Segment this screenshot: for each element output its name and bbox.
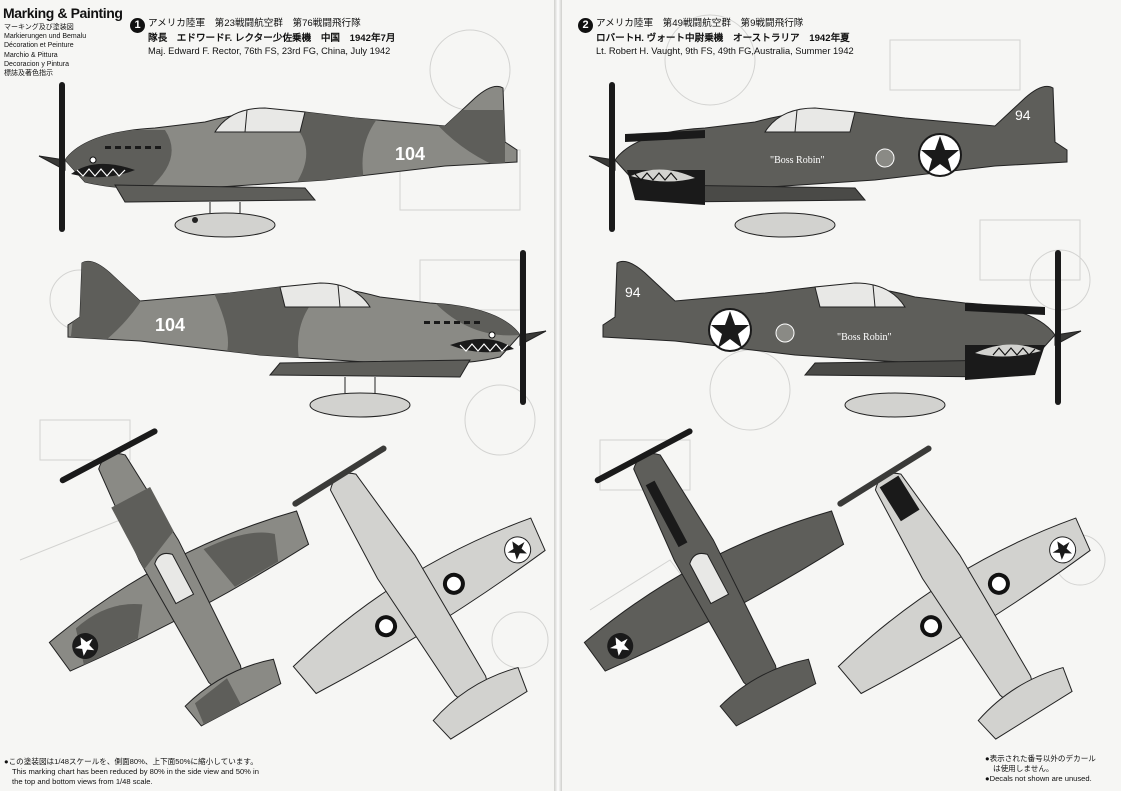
- scheme-2-top-view: [583, 428, 845, 727]
- scheme-1-bottom-view: [292, 445, 546, 740]
- scheme-1-top-view: [48, 428, 310, 727]
- scheme-2-pilot-jp: ロバートH. ヴォート中尉乗機 オーストラリア 1942年夏: [596, 33, 850, 44]
- translation-line: Decoracion y Pintura: [4, 60, 69, 68]
- drop-tank: [174, 212, 276, 238]
- scheme-2-bottom-view: [837, 445, 1091, 740]
- wheel: [920, 615, 943, 638]
- propeller: [59, 428, 158, 484]
- nose-underside: [879, 475, 920, 522]
- horizontal-stabilizer: [977, 666, 1073, 740]
- footnote-line: ●表示された番号以外のデカール: [985, 754, 1096, 763]
- propeller: [837, 445, 932, 507]
- scheme-1-unit-jp: アメリカ陸軍 第23戦闘航空群 第76戦闘飛行隊: [148, 18, 361, 29]
- canopy: [154, 552, 195, 605]
- scheme-2-right-side-view: "Boss Robin" 94: [602, 250, 1082, 418]
- horizontal-stabilizer: [432, 666, 528, 740]
- scheme-1-pilot-en: Maj. Edward F. Rector, 76th FS, 23rd FG,…: [148, 46, 391, 56]
- footnote-line: は使用しません。: [993, 764, 1054, 773]
- footnote-line: ●Decals not shown are unused.: [985, 774, 1092, 783]
- translation-line: Markierungen und Bemalu: [4, 33, 87, 41]
- canopy: [814, 282, 906, 308]
- star-insignia: [711, 311, 749, 348]
- anti-glare-panel: [645, 480, 688, 548]
- scheme-1-number-badge: 1: [130, 18, 145, 33]
- book-spine: [554, 0, 562, 791]
- canopy: [764, 107, 856, 133]
- nose-art-text: "Boss Robin": [837, 332, 892, 343]
- propeller: [292, 445, 387, 507]
- fuselage-code-94: 94: [1015, 107, 1031, 123]
- canopy: [689, 552, 730, 605]
- translation-line: 標誌及著色指示: [4, 70, 53, 78]
- star-insignia: [609, 637, 630, 656]
- footnote-line: the top and bottom views from 1/48 scale…: [12, 777, 153, 786]
- wing: [114, 184, 317, 203]
- fuselage-code-104: 104: [395, 144, 425, 164]
- scheme-2-number-badge: 2: [578, 18, 593, 33]
- scheme-1-left-side-view: 104: [38, 82, 518, 238]
- footnote-line: ●この塗装図は1/48スケールを、側面80%、上下面50%に縮小しています。: [4, 757, 258, 766]
- scheme-2-unit-jp: アメリカ陸軍 第49戦闘航空群 第9戦闘飛行隊: [596, 18, 804, 29]
- skull-emblem: [775, 323, 795, 343]
- drop-tank: [309, 392, 411, 418]
- scheme-1-pilot-jp: 隊長 エドワードF. レクター少佐乗機 中国 1942年7月: [148, 33, 396, 44]
- fuselage-code-94: 94: [625, 284, 641, 300]
- propeller: [594, 428, 693, 484]
- page-title: Marking & Painting: [3, 5, 123, 21]
- wheel: [987, 572, 1010, 595]
- propeller: [520, 250, 526, 405]
- footnote-right: ●表示された番号以外のデカール は使用しません。 ●Decals not sho…: [985, 754, 1096, 784]
- translation-line: Marchio & Pittura: [4, 51, 58, 59]
- star-insignia: [507, 541, 527, 560]
- canopy: [279, 282, 371, 308]
- horizontal-stabilizer: [719, 658, 817, 727]
- propeller: [1055, 250, 1061, 405]
- title-translations: マーキング及び塗装図 Markierungen und Bemalu Décor…: [4, 23, 114, 78]
- wing: [268, 359, 471, 378]
- translation-line: Décoration et Peinture: [4, 42, 74, 50]
- drop-tank: [844, 392, 946, 418]
- wheel: [442, 572, 465, 595]
- scheme-2-left-side-view: "Boss Robin" 94: [588, 82, 1068, 238]
- propeller: [59, 82, 65, 232]
- drop-tank: [734, 212, 836, 238]
- skull-emblem: [875, 148, 895, 168]
- footnote-line: This marking chart has been reduced by 8…: [12, 767, 259, 776]
- scheme-1-right-side-view: 104: [67, 250, 547, 418]
- star-insignia: [74, 637, 95, 656]
- footnote-left: ●この塗装図は1/48スケールを、側面80%、上下面50%に縮小しています。 T…: [4, 757, 259, 787]
- scheme-2-pilot-en: Lt. Robert H. Vaught, 9th FS, 49th FG,Au…: [596, 46, 854, 56]
- nose-art-text: "Boss Robin": [770, 155, 825, 166]
- translation-line: マーキング及び塗装図: [4, 24, 74, 31]
- wheel: [375, 615, 398, 638]
- star-insignia: [1052, 541, 1072, 560]
- star-insignia: [921, 136, 959, 173]
- propeller: [609, 82, 615, 232]
- fuselage-code-104: 104: [155, 315, 185, 335]
- canopy: [214, 107, 306, 133]
